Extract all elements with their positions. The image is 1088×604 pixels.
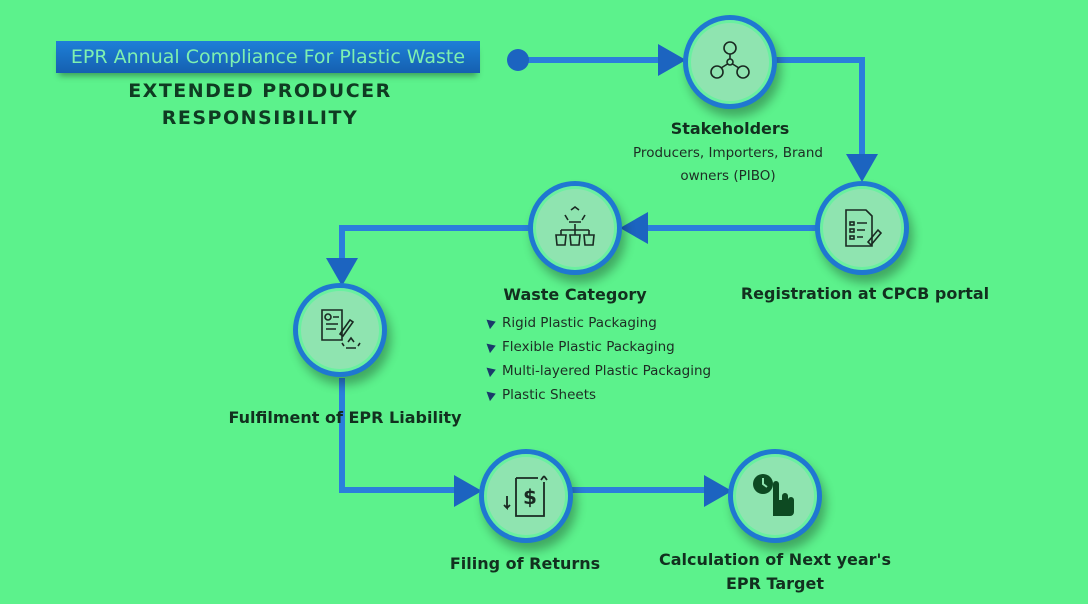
calculation-node [728,449,822,543]
filing-title: Filing of Returns [449,554,601,573]
arrow-left [620,212,648,244]
list-item-label: Flexible Plastic Packaging [502,339,675,355]
stakeholders-desc: Producers, Importers, Brand owners (PIBO… [618,142,838,188]
subtitle-line: RESPONSIBILITY [161,107,359,129]
dollar-returns-icon: $ [503,475,548,517]
desc-line: owners (PIBO) [680,168,776,184]
arrow-bullet-icon [486,388,498,402]
waste-node [528,181,622,275]
calculation-title: Calculation of Next year's EPR Target [645,548,905,596]
arrow-bullet-icon [486,364,498,378]
clock-hand-icon [753,474,794,516]
recycle-bins-icon [555,206,595,246]
subtitle-line: EXTENDED PRODUCER [128,80,392,102]
list-item: Plastic Sheets [486,383,711,407]
start-dot [507,49,529,71]
list-item-label: Rigid Plastic Packaging [502,315,657,331]
list-item-label: Plastic Sheets [502,387,597,403]
title-line: EPR Target [725,574,825,593]
people-network-icon [710,41,750,79]
waste-category-list: Rigid Plastic Packaging Flexible Plastic… [486,311,712,407]
arrow-bullet-icon [486,316,498,330]
fulfilment-title: Fulfilment of EPR Liability [228,408,462,427]
desc-line: Producers, Importers, Brand [633,145,823,161]
arrow-down [326,258,358,286]
registration-node [815,181,909,275]
filing-node: $ [479,449,573,543]
arrow-bullet-icon [486,340,498,354]
list-item-label: Multi-layered Plastic Packaging [502,363,712,379]
list-item: Multi-layered Plastic Packaging [486,359,712,383]
registration-title: Registration at CPCB portal [740,284,990,303]
svg-text:$: $ [523,485,537,509]
stakeholders-node [683,15,777,109]
list-item: Flexible Plastic Packaging [486,335,711,359]
arrow-right [454,475,482,507]
list-item: Rigid Plastic Packaging [486,311,711,335]
stakeholders-title: Stakeholders [670,119,790,138]
arrow-down [846,154,878,182]
fulfilment-node [293,283,387,377]
banner-title: EPR Annual Compliance For Plastic Waste [56,41,480,73]
arrow-right [704,475,732,507]
form-sign-icon [845,209,883,247]
page-subtitle: EXTENDED PRODUCER RESPONSIBILITY [80,78,440,132]
arrow-right [658,44,686,76]
document-recycle-icon [321,309,361,349]
title-line: Calculation of Next year's [659,550,891,569]
waste-title: Waste Category [503,285,647,304]
